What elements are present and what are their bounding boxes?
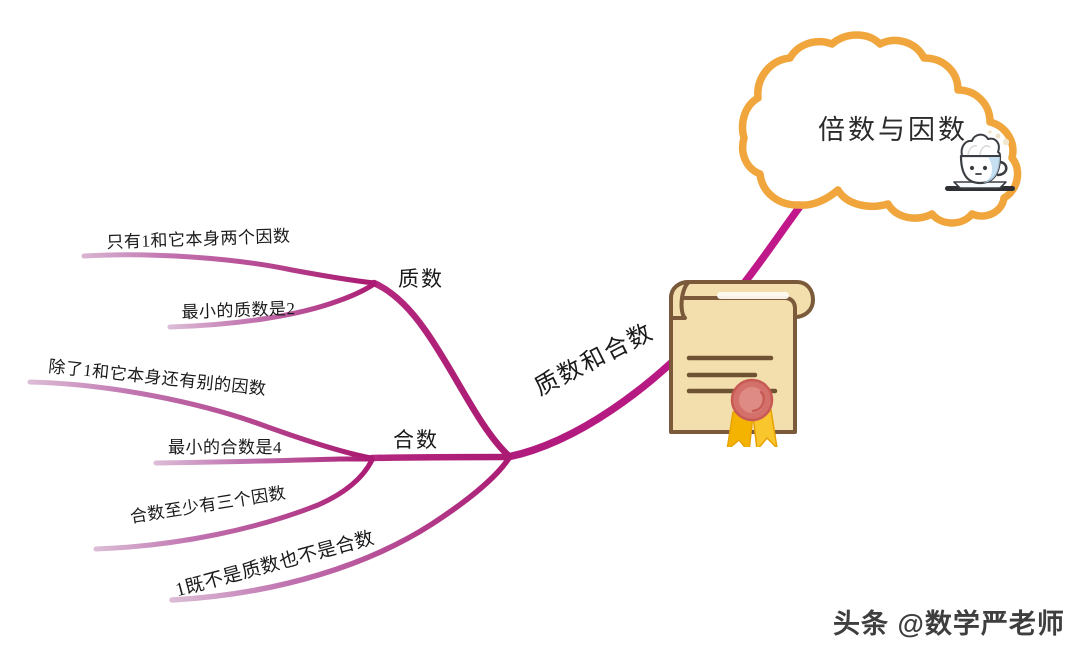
central-node-label: 倍数与因数: [818, 115, 968, 145]
leaf-branch-1: [81, 252, 377, 286]
stem-composite: [368, 453, 513, 462]
trunk-label: 质数和合数: [530, 319, 659, 402]
leaf-label-smallest-composite: 最小的合数是4: [168, 438, 282, 457]
leaf-label-smallest-prime: 最小的质数是2: [181, 299, 296, 322]
coffee-cup-icon: [945, 130, 1015, 191]
certificate-icon: [669, 280, 815, 447]
main-node-prime-label: 质数: [398, 267, 444, 291]
leaf-label-composite-definition: 除了1和它本身还有别的因数: [47, 356, 268, 399]
main-node-composite-label: 合数: [393, 428, 439, 452]
leaf-label-one-special-case: 1既不是质数也不是合数: [173, 527, 377, 602]
watermark: 头条 @数学严老师: [833, 609, 1065, 639]
leaf-branch-4: [153, 456, 375, 466]
leaf-label-prime-definition: 只有1和它本身两个因数: [106, 226, 291, 252]
leaf-label-composite-factor-count: 合数至少有三个因数: [128, 483, 288, 527]
